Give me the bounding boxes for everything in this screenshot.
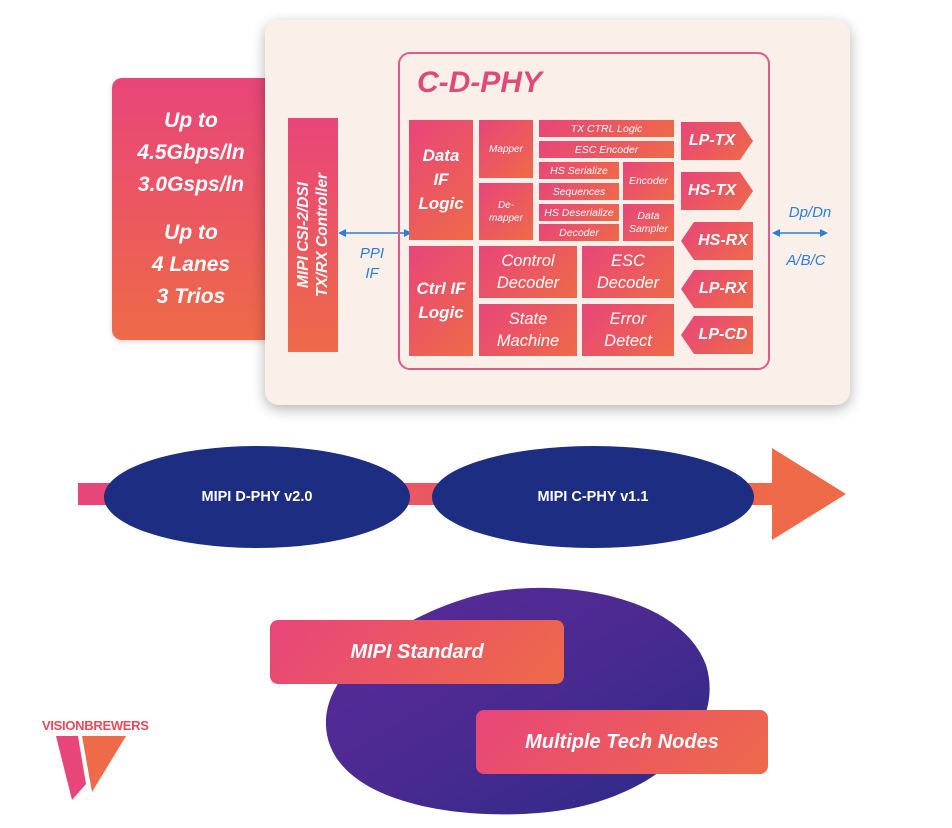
spec-line: 3 Trios xyxy=(156,285,226,308)
specs-panel: Up to 4.5Gbps/ln 3.0Gsps/ln Up to 4 Lane… xyxy=(112,78,270,340)
cphy-version-oval: MIPI C-PHY v1.1 xyxy=(432,446,754,548)
esc-decoder-block: ESC Decoder xyxy=(582,246,674,298)
encoder-block: Encoder xyxy=(623,162,674,200)
logo-text: VISIONBREWERS xyxy=(42,718,149,733)
pins-label-bottom: A/B/C xyxy=(786,252,826,269)
spec-line: 3.0Gsps/ln xyxy=(137,173,245,196)
hs-rx-block: HS-RX xyxy=(681,222,753,260)
tech-nodes-pill: Multiple Tech Nodes xyxy=(476,710,768,774)
spec-line: Up to xyxy=(164,221,218,244)
ctrl-if-logic-block: Ctrl IF Logic xyxy=(409,246,473,356)
spec-line: 4 Lanes xyxy=(151,253,231,276)
error-detect-block: Error Detect xyxy=(582,304,674,356)
decoder-block: Decoder xyxy=(539,224,619,241)
ppi-arrow-icon xyxy=(338,229,412,237)
mapper-block: Mapper xyxy=(479,120,533,178)
controller-block: MIPI CSI-2/DSI TX/RX Controller xyxy=(288,118,338,352)
phy-title: C-D-PHY xyxy=(417,66,542,99)
hs-serialize-block: HS Serialize xyxy=(539,162,619,179)
phy-container xyxy=(398,52,770,370)
control-decoder-block: Control Decoder xyxy=(479,246,577,298)
controller-label: MIPI CSI-2/DSI TX/RX Controller xyxy=(295,172,332,298)
pins-arrow-icon xyxy=(772,229,828,237)
hs-deserialize-block: HS Deserialize xyxy=(539,204,619,221)
dphy-version-oval: MIPI D-PHY v2.0 xyxy=(104,446,410,548)
spec-line: Up to xyxy=(164,109,218,132)
demapper-block: De- mapper xyxy=(479,183,533,240)
lp-tx-block: LP-TX xyxy=(681,122,753,160)
data-sampler-block: Data Sampler xyxy=(623,204,674,241)
sequences-block: Sequences xyxy=(539,183,619,200)
logo-mark-icon xyxy=(56,736,126,800)
spec-line: 4.5Gbps/ln xyxy=(137,141,245,164)
mipi-standard-pill: MIPI Standard xyxy=(270,620,564,684)
esc-encoder-block: ESC Encoder xyxy=(539,141,674,158)
state-machine-block: State Machine xyxy=(479,304,577,356)
data-if-logic-block: Data IF Logic xyxy=(409,120,473,240)
hs-tx-block: HS-TX xyxy=(681,172,753,210)
lp-cd-block: LP-CD xyxy=(681,316,753,354)
tx-ctrl-logic-block: TX CTRL Logic xyxy=(539,120,674,137)
ppi-label: PPI IF xyxy=(359,245,385,282)
pins-label-top: Dp/Dn xyxy=(788,204,832,221)
lp-rx-block: LP-RX xyxy=(681,270,753,308)
